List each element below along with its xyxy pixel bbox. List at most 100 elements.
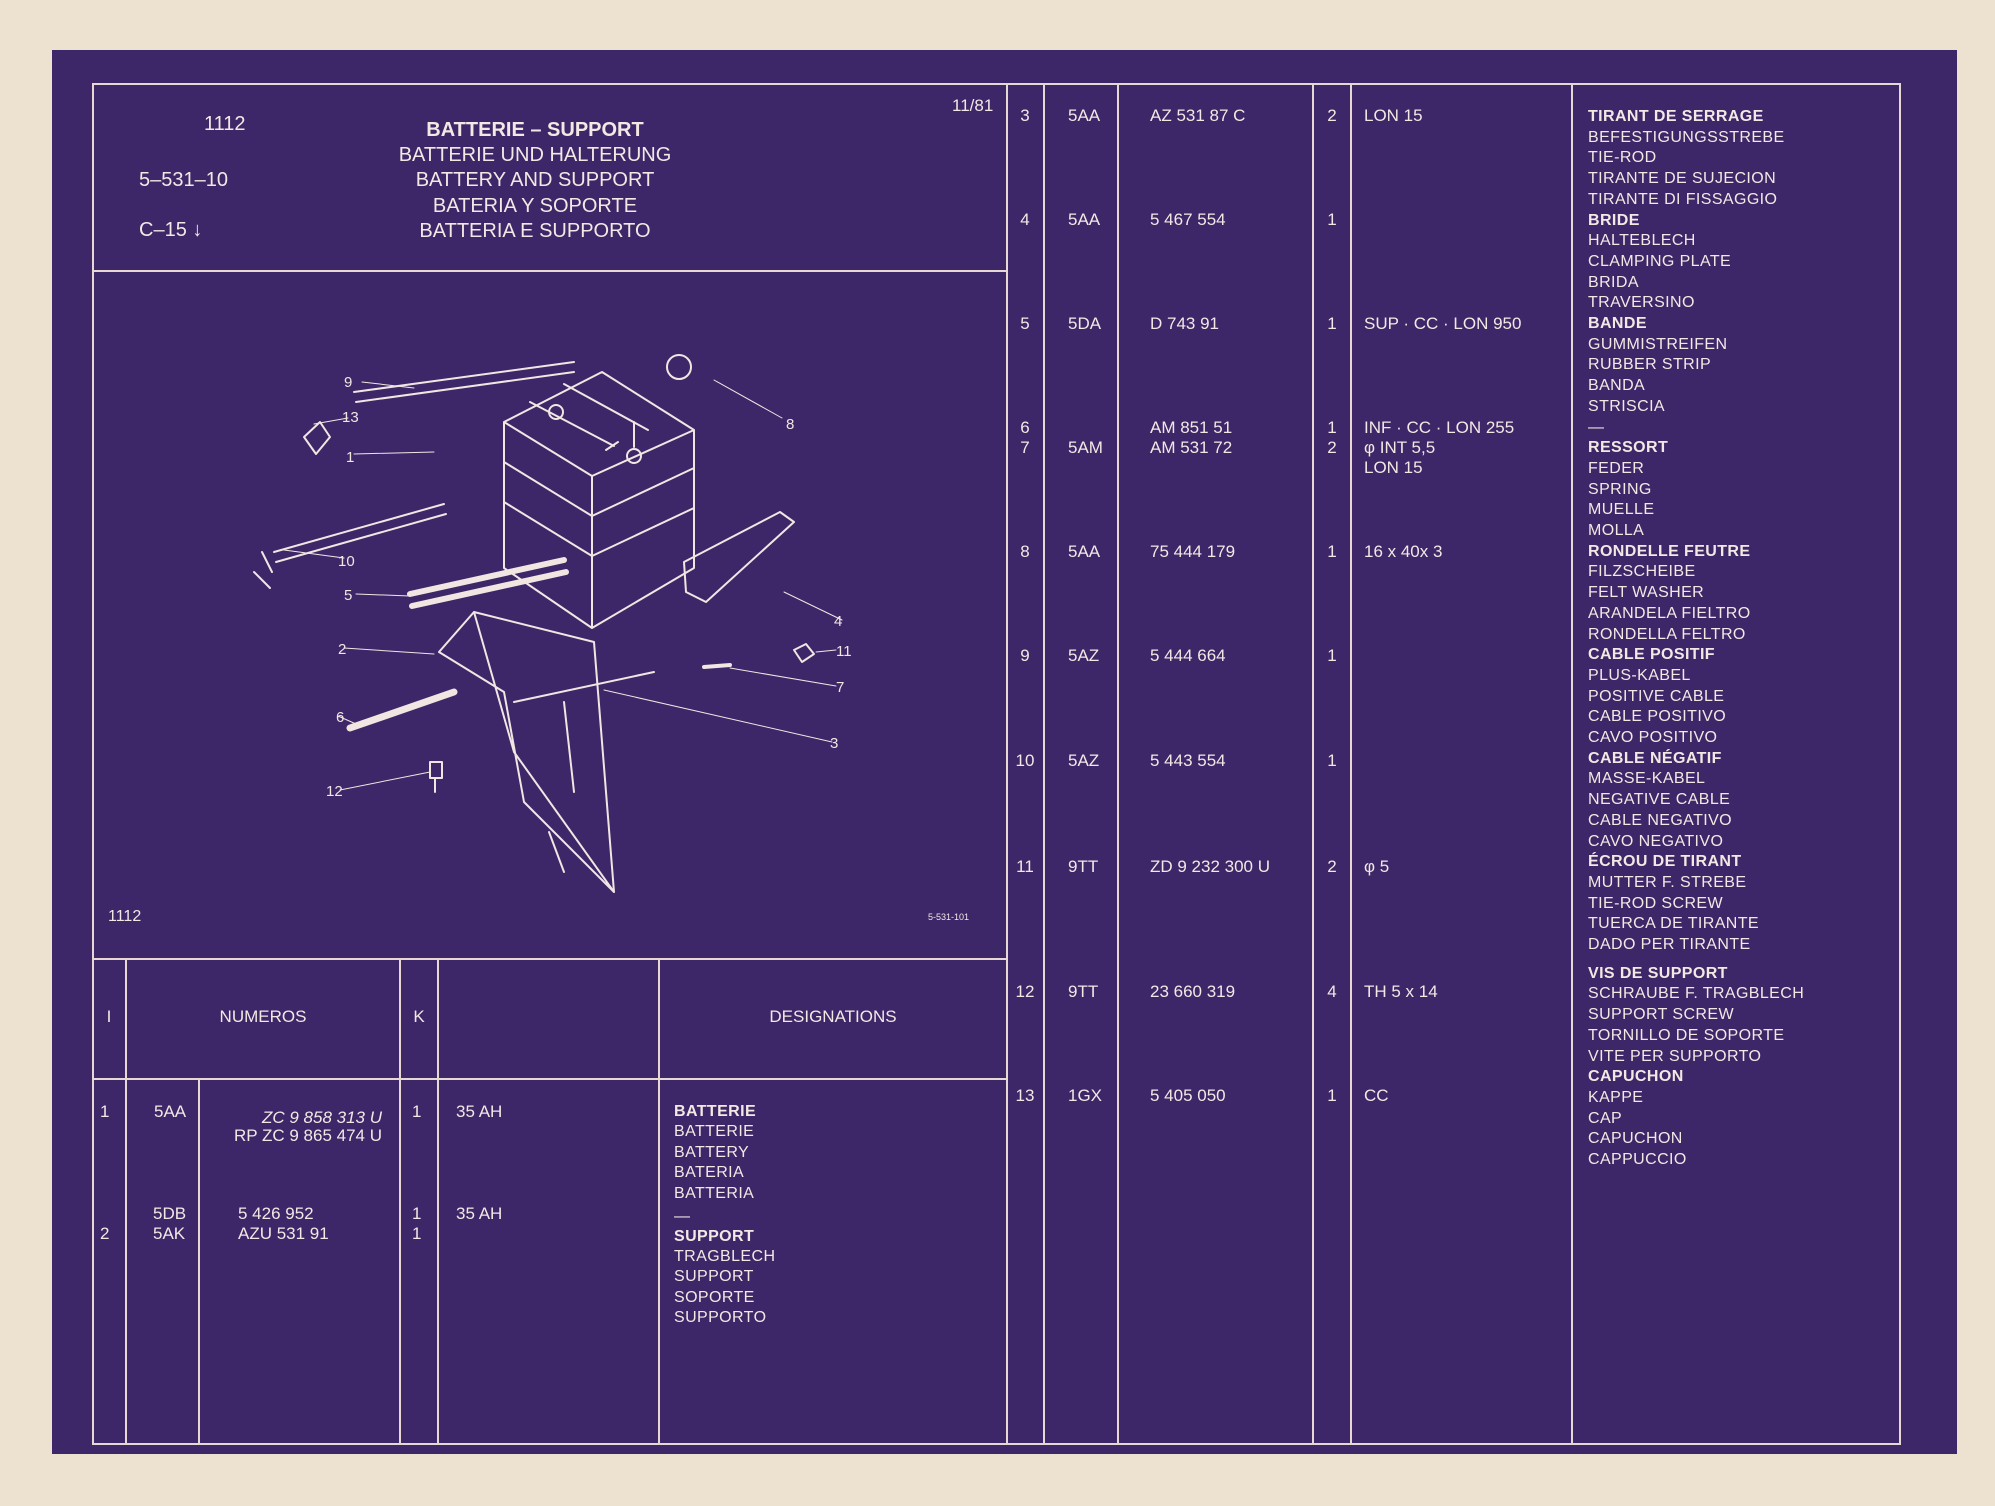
designation-line: FELT WASHER — [1588, 584, 1705, 602]
row-1-qty: 1 — [412, 1102, 422, 1121]
designation-line: VITE PER SUPPORTO — [1588, 1047, 1762, 1065]
felt-washer — [666, 354, 692, 380]
edition-date: 11/81 — [952, 96, 994, 115]
designation-line: BRIDA — [1588, 273, 1639, 291]
designation-line: CAPPUCCIO — [1588, 1151, 1687, 1168]
tie-rod-10 — [273, 503, 447, 563]
designation-line: TIRANTE DI FISSAGGIO — [1588, 190, 1778, 208]
part-note: LON 15 — [1364, 458, 1423, 477]
designation-line: BATTERIE — [674, 1123, 755, 1140]
row-2-code: 5AK — [153, 1224, 186, 1243]
divider-lower-5 — [658, 958, 660, 1445]
reference-number: 5–531–10 — [139, 169, 228, 191]
row-1-number-b: RP ZC 9 865 474 U — [233, 1126, 382, 1145]
designation-line: POSITIVE CABLE — [1588, 687, 1725, 705]
cable-end — [253, 551, 273, 589]
part-index: 6 — [1020, 418, 1030, 437]
callout-2: 2 — [338, 641, 346, 658]
part-qty: 1 — [1327, 210, 1337, 229]
designation-line: CAP — [1588, 1109, 1623, 1127]
part-code: 5AZ — [1068, 751, 1100, 770]
designation-line: SUPPORTO — [674, 1309, 767, 1326]
designation-line: TIE-ROD SCREW — [1588, 894, 1723, 912]
divider-right-1 — [1043, 83, 1045, 1445]
designation-heading: BRIDE — [1588, 211, 1640, 229]
part-index: 8 — [1020, 542, 1030, 561]
part-index: 11 — [1016, 857, 1034, 876]
arrow-down-icon: ↓ — [192, 219, 203, 241]
designation-line: CABLE NEGATIVO — [1588, 811, 1733, 829]
callout-4: 4 — [834, 613, 842, 630]
callout-leaders — [283, 379, 843, 791]
callout-13: 13 — [342, 409, 359, 426]
part-qty: 1 — [1327, 1086, 1337, 1105]
divider-lower-3 — [399, 958, 401, 1445]
part-code: 5AA — [1068, 106, 1101, 125]
designation-line: PLUS-KABEL — [1588, 666, 1691, 684]
part-note: 16 x 40x 3 — [1364, 542, 1443, 561]
row-2-qty: 1 — [412, 1224, 422, 1243]
designation-line: MUTTER F. STREBE — [1588, 873, 1747, 891]
designation-line: TORNILLO DE SOPORTE — [1588, 1026, 1785, 1044]
long-rod — [513, 671, 655, 703]
microfiche-sheet — [52, 50, 1957, 1454]
title-it: BATTERIA E SUPPORTO — [419, 220, 651, 242]
callout-6: 6 — [336, 709, 344, 726]
part-index: 9 — [1020, 646, 1030, 665]
column-header-k: K — [413, 1007, 425, 1026]
part-note: LON 15 — [1364, 106, 1423, 125]
divider-left-right — [1006, 83, 1008, 1445]
battery — [503, 371, 695, 629]
divider-lower-2 — [198, 1078, 200, 1445]
designation-line: TUERCA DE TIRANTE — [1588, 915, 1759, 933]
part-code: 5DA — [1068, 314, 1102, 333]
part-qty: 2 — [1327, 857, 1337, 876]
designation-line: ARANDELA FIELTRO — [1588, 604, 1751, 622]
divider-column-header — [92, 1078, 1006, 1080]
title-es: BATERIA Y SOPORTE — [432, 195, 638, 217]
part-index: 12 — [1015, 982, 1035, 1001]
designation-line: CAPUCHON — [1588, 1130, 1683, 1148]
designation-line: TRAVERSINO — [1588, 294, 1695, 312]
callout-12: 12 — [326, 783, 343, 800]
designation-line: SPRING — [1588, 480, 1652, 498]
designation-line: TRAGBLECH — [674, 1248, 776, 1265]
battery-terminal — [626, 448, 642, 464]
callout-9: 9 — [344, 374, 352, 391]
designation-line: — — [674, 1208, 691, 1225]
row-2-index: 2 — [100, 1224, 110, 1243]
designation-line: SUPPORT — [674, 1268, 754, 1285]
designation-line: FILZSCHEIBE — [1588, 563, 1696, 581]
column-header-numeros: NUMEROS — [219, 1007, 307, 1026]
part-index: 7 — [1020, 438, 1030, 457]
nut — [793, 643, 815, 663]
designation-line: CAVO POSITIVO — [1588, 729, 1718, 746]
part-note: CC — [1364, 1086, 1389, 1105]
designation-line: RUBBER STRIP — [1588, 356, 1712, 374]
designation-line: SUPPORT SCREW — [1588, 1006, 1734, 1024]
title-fr: BATTERIE – SUPPORT — [426, 119, 644, 141]
part-code: 1GX — [1068, 1086, 1103, 1105]
tie-rod-9 — [353, 361, 575, 403]
exploded-view-drawing: 9 13 1 8 10 5 4 2 11 7 6 3 12 — [253, 354, 852, 893]
divider-figure-bottom — [92, 958, 1006, 960]
part-code: 9TT — [1068, 982, 1099, 1001]
part-note: SUP · CC · LON 950 — [1364, 314, 1522, 333]
part-index: 13 — [1015, 1086, 1035, 1105]
part-number: 5 467 554 — [1150, 210, 1226, 229]
part-number: ZD 9 232 300 U — [1150, 857, 1271, 876]
part-code: 5AA — [1068, 210, 1101, 229]
part-index: 4 — [1020, 210, 1030, 229]
battery-terminal — [548, 404, 564, 420]
spring — [346, 688, 458, 732]
designation-line: BATTERY — [674, 1144, 750, 1161]
cap — [303, 421, 331, 455]
part-code: 5AA — [1068, 542, 1101, 561]
designation-heading: ÉCROU DE TIRANT — [1588, 853, 1742, 871]
row-1b-note: 35 AH — [456, 1204, 503, 1223]
designation-line: MASSE-KABEL — [1588, 770, 1706, 788]
part-number: 5 444 664 — [1150, 646, 1226, 665]
group-number: 1112 — [204, 113, 246, 135]
row-1b-code: 5DB — [153, 1204, 187, 1223]
callout-11: 11 — [836, 643, 852, 660]
